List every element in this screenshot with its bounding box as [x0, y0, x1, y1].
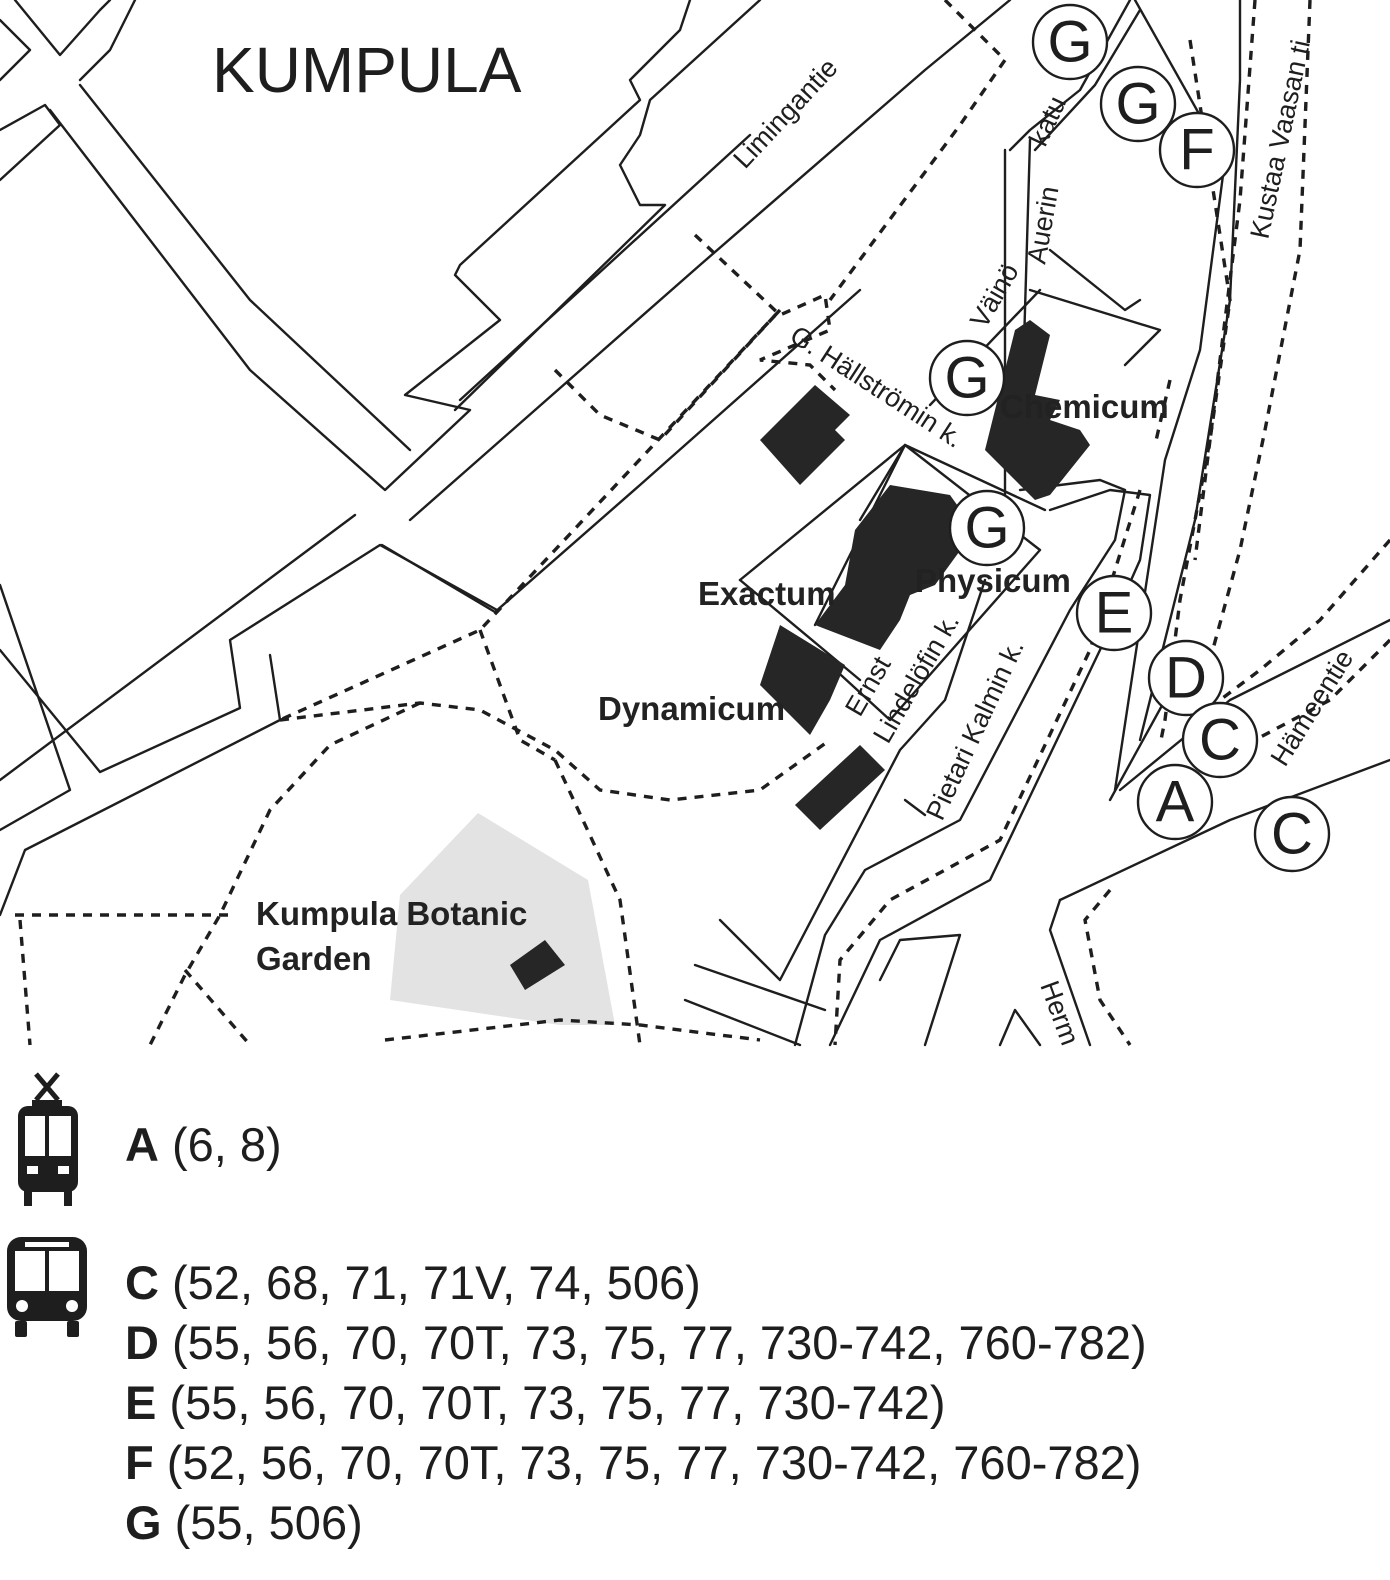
legend-lines: (52, 68, 71, 71V, 74, 506)	[172, 1256, 701, 1309]
legend-lines: (55, 506)	[174, 1496, 363, 1549]
legend-letter: E	[125, 1376, 157, 1429]
stop-marker[interactable]: C	[1181, 701, 1259, 779]
road-network	[0, 0, 1390, 1047]
label-exactum: Exactum	[698, 575, 836, 612]
legend-row-c: C (52, 68, 71, 71V, 74, 506)	[125, 1253, 701, 1313]
buildings	[510, 320, 1090, 990]
legend-letter: F	[125, 1436, 154, 1489]
transit-legend: A (6, 8) C (52, 68, 71, 71V, 74, 506) D …	[0, 1052, 1390, 1580]
stop-marker[interactable]: A	[1136, 763, 1214, 841]
stop-letter: C	[1271, 802, 1313, 867]
legend-row-g: G (55, 506)	[125, 1493, 363, 1553]
building-exactum-physicum	[815, 485, 975, 650]
stop-letter: G	[944, 346, 989, 411]
legend-lines: (6, 8)	[172, 1118, 282, 1171]
label-chemicum: Chemicum	[1000, 388, 1169, 425]
tram-icon	[18, 1072, 78, 1206]
legend-letter: G	[125, 1496, 162, 1549]
bus-icon	[7, 1237, 87, 1337]
stop-letter: F	[1179, 118, 1214, 183]
stop-letter: G	[964, 496, 1009, 561]
label-physicum: Physicum	[915, 562, 1071, 599]
building-dynamicum	[760, 625, 845, 735]
stop-letter: E	[1095, 581, 1134, 646]
stop-marker[interactable]: C	[1253, 795, 1331, 873]
building-small-north	[760, 385, 850, 485]
stop-letter: C	[1199, 708, 1241, 773]
legend-letter: A	[125, 1118, 159, 1171]
stop-letter: G	[1047, 10, 1092, 75]
legend-row-e: E (55, 56, 70, 70T, 73, 75, 77, 730-742)	[125, 1373, 945, 1433]
district-label: KUMPULA	[212, 34, 522, 106]
legend-row-a: A (6, 8)	[125, 1115, 282, 1175]
street-label-katu: katu	[1023, 92, 1072, 151]
stop-marker[interactable]: G	[948, 489, 1026, 567]
label-dynamicum: Dynamicum	[598, 690, 785, 727]
legend-letter: C	[125, 1256, 159, 1309]
label-botanic-garden-line1: Kumpula Botanic	[256, 895, 527, 932]
stop-marker[interactable]: D	[1147, 639, 1225, 717]
building-garden	[510, 940, 565, 990]
street-label-hameentie: Hämeentie	[1265, 645, 1360, 772]
stop-letter: A	[1156, 770, 1195, 835]
stop-letter: D	[1165, 646, 1207, 711]
stop-marker[interactable]: E	[1075, 574, 1153, 652]
legend-letter: D	[125, 1316, 159, 1369]
stop-marker[interactable]: G	[1099, 65, 1177, 143]
stop-letter: G	[1115, 72, 1160, 137]
building-south	[795, 745, 885, 830]
label-botanic-garden-line2: Garden	[256, 940, 372, 977]
building-chemicum	[985, 320, 1090, 500]
legend-lines: (52, 56, 70, 70T, 73, 75, 77, 730-742, 7…	[166, 1436, 1142, 1489]
kumpula-map: KUMPULA Limingantie Väinö Auerin katu Ku…	[0, 0, 1390, 1049]
stop-marker[interactable]: G	[928, 339, 1006, 417]
legend-row-d: D (55, 56, 70, 70T, 73, 75, 77, 730-742,…	[125, 1313, 1147, 1373]
legend-lines: (55, 56, 70, 70T, 73, 75, 77, 730-742)	[169, 1376, 946, 1429]
street-label-herm: Herm	[1034, 977, 1085, 1049]
legend-lines: (55, 56, 70, 70T, 73, 75, 77, 730-742, 7…	[172, 1316, 1147, 1369]
botanic-garden-area	[390, 813, 615, 1025]
footpath-network	[15, 0, 1390, 1047]
stop-marker[interactable]: G	[1031, 3, 1109, 81]
legend-row-f: F (52, 56, 70, 70T, 73, 75, 77, 730-742,…	[125, 1433, 1141, 1493]
street-label-vaino: Väinö	[964, 258, 1025, 333]
stop-marker[interactable]: F	[1158, 111, 1236, 189]
